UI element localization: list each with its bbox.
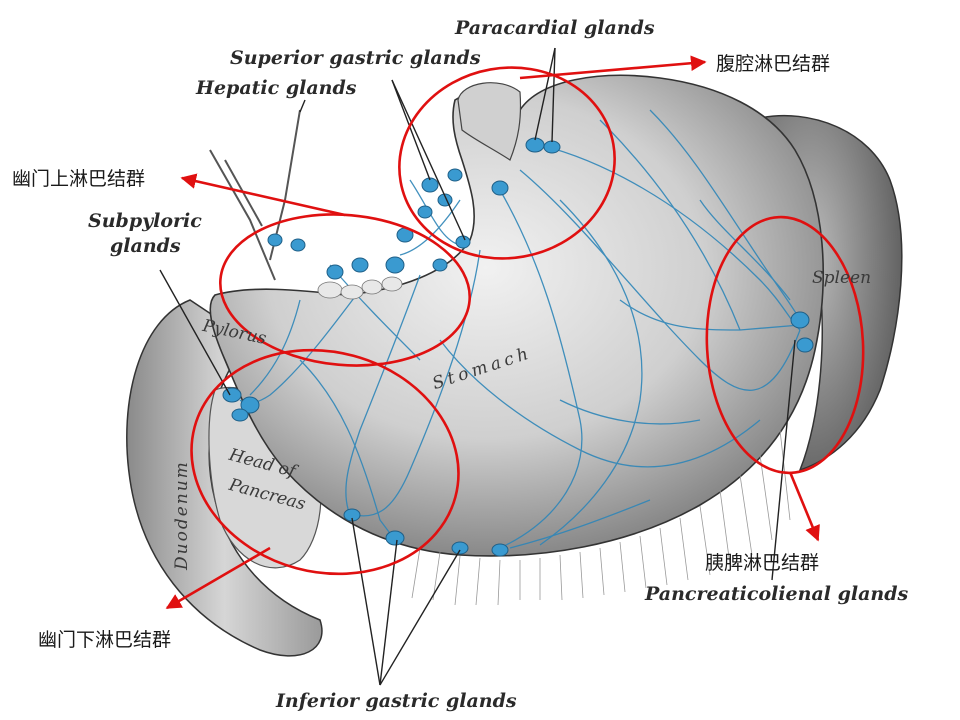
lymph-nodes	[222, 137, 814, 557]
hepatic-glands-label: Hepatic glands	[196, 77, 357, 99]
superior-gastric-node	[417, 205, 433, 219]
suprapyloric-node	[351, 257, 369, 273]
infrapyloric-group-ellipse	[190, 348, 460, 576]
suprapyloric-group-label: 幽门上淋巴结群	[12, 168, 146, 190]
suprapyloric-node	[385, 256, 405, 274]
paracardial-node	[543, 140, 561, 154]
fat-tissue	[317, 276, 403, 300]
suprapyloric-node	[326, 264, 344, 280]
subpyloric-glands-label-line1: Subpyloric	[88, 210, 202, 232]
stomach-shape	[209, 74, 824, 557]
subpyloric-glands-label-line2: glands	[110, 235, 181, 257]
superior-gastric-node	[421, 177, 439, 193]
suprapyloric-arrow	[180, 173, 346, 217]
pancreaticolienal-node	[796, 337, 814, 353]
suprapyloric-node	[290, 238, 306, 252]
pancreaticolienal-node	[790, 311, 810, 329]
celiac-group-label: 腹腔淋巴结群	[716, 53, 831, 75]
celiac-group-ellipse	[398, 66, 616, 260]
subpyloric-node	[240, 396, 260, 414]
spleen-label: Spleen	[812, 268, 872, 288]
annotation-arrows	[165, 55, 820, 610]
paracardial-glands-label: Paracardial glands	[455, 17, 655, 39]
pancreaticosplenic-arrow	[788, 471, 820, 542]
superior-gastric-node	[455, 235, 471, 249]
omentum-fringe	[411, 429, 791, 606]
pancreaticosplenic-group-label: 胰脾淋巴结群	[705, 552, 820, 574]
inferior-gastric-node	[491, 543, 509, 557]
inferior-gastric-node	[451, 541, 469, 555]
infrapyloric-arrow	[165, 546, 271, 610]
superior-gastric-glands-label: Superior gastric glands	[230, 47, 481, 69]
suprapyloric-node	[267, 233, 283, 247]
superior-gastric-node	[447, 168, 463, 182]
esophagus-shape	[457, 82, 522, 161]
subpyloric-node	[222, 387, 242, 403]
suprapyloric-node	[432, 258, 448, 272]
celiac-arrow	[519, 55, 707, 80]
pancreaticolienal-glands-label: Pancreaticolienal glands	[645, 583, 909, 605]
subpyloric-node	[231, 408, 249, 422]
infrapyloric-group-label: 幽门下淋巴结群	[38, 629, 172, 651]
inferior-gastric-node	[385, 530, 405, 546]
suprapyloric-group-ellipse	[219, 213, 471, 367]
inferior-gastric-glands-label: Inferior gastric glands	[276, 690, 517, 712]
paracardial-node	[525, 137, 545, 153]
duodenum-label: Duodenum	[172, 460, 192, 570]
paracardial-node	[491, 180, 509, 196]
